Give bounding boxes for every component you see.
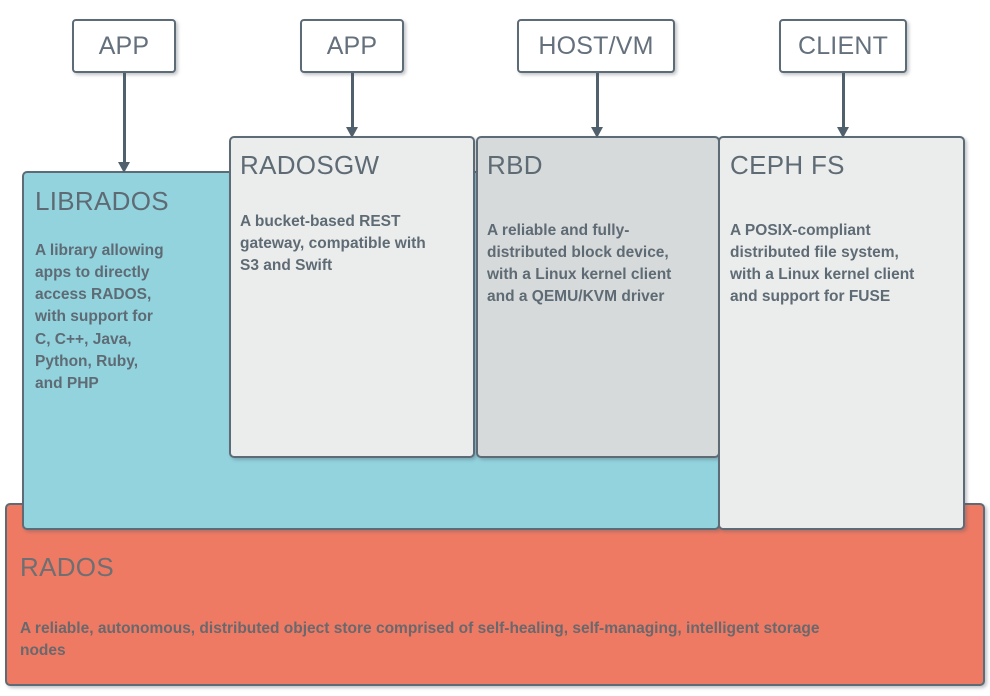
actor-client-label: CLIENT xyxy=(797,31,889,60)
layer-cephfs-title: CEPH FS xyxy=(730,150,845,180)
layer-cephfs[interactable]: CEPH FS A POSIX-compliant distributed fi… xyxy=(718,136,965,530)
actor-app-librados[interactable]: APP xyxy=(72,19,176,73)
layer-rbd[interactable]: RBD A reliable and fully- distributed bl… xyxy=(476,136,720,458)
layer-librados-description: A library allowing apps to directly acce… xyxy=(35,242,164,392)
layer-radosgw[interactable]: RADOSGW A bucket-based REST gateway, com… xyxy=(229,136,475,458)
layer-cephfs-description: A POSIX-compliant distributed file syste… xyxy=(730,222,915,306)
actor-app-radosgw-label: APP xyxy=(326,31,378,60)
actor-host-vm[interactable]: HOST/VM xyxy=(517,19,675,73)
layer-rbd-title: RBD xyxy=(487,150,543,180)
layer-radosgw-title: RADOSGW xyxy=(240,150,380,180)
actor-app-radosgw[interactable]: APP xyxy=(300,19,404,73)
actor-client[interactable]: CLIENT xyxy=(779,19,907,73)
actor-host-vm-label: HOST/VM xyxy=(538,31,654,60)
layer-librados-title: LIBRADOS xyxy=(35,186,169,216)
layer-rados-description: A reliable, autonomous, distributed obje… xyxy=(20,620,820,660)
layer-radosgw-description: A bucket-based REST gateway, compatible … xyxy=(240,213,426,275)
layer-rbd-description: A reliable and fully- distributed block … xyxy=(487,222,672,306)
layer-rados[interactable]: RADOS A reliable, autonomous, distribute… xyxy=(5,503,985,686)
layer-rados-title: RADOS xyxy=(20,552,114,582)
actor-app-librados-label: APP xyxy=(98,31,150,60)
